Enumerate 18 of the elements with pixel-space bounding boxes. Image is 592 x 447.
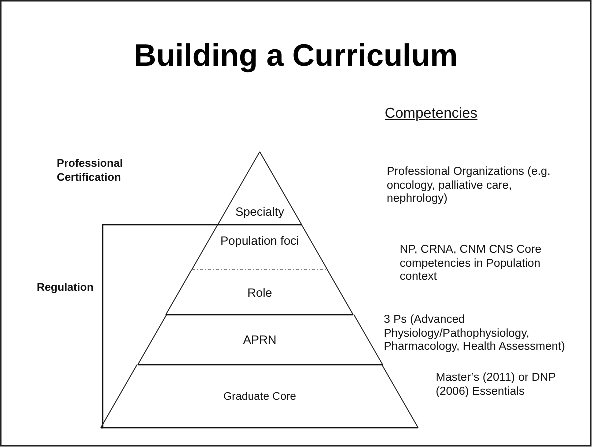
pyramid-layer: [218, 152, 302, 225]
section-heading: Competencies: [385, 108, 478, 122]
layer-label: Population foci: [220, 234, 300, 248]
layer-label: Graduate Core: [222, 390, 298, 404]
description-text: 3 Ps (Advanced Physiology/Pathophysiology, Pharmacology, Health Assessment): [384, 314, 566, 354]
layer-label: Specialty: [234, 205, 286, 219]
description-text: Master’s (2011) or DNP (2006) Essentials: [436, 372, 557, 399]
pyramid-layer: [101, 365, 419, 428]
title: Building a Curriculum: [133, 38, 459, 74]
side-label: Professional Certification: [57, 158, 124, 185]
pyramid-layer: [166, 270, 354, 315]
description-text: NP, CRNA, CNM CNS Core competencies in Population context: [400, 244, 543, 284]
side-label: Regulation: [37, 282, 94, 296]
pyramid-layer: [192, 225, 328, 270]
description-text: Professional Organizations (e.g. oncology, palliative care, nephrology): [387, 166, 552, 206]
layer-label: APRN: [242, 333, 278, 347]
pyramid-layer: [138, 315, 382, 365]
layer-label: Role: [246, 286, 274, 300]
